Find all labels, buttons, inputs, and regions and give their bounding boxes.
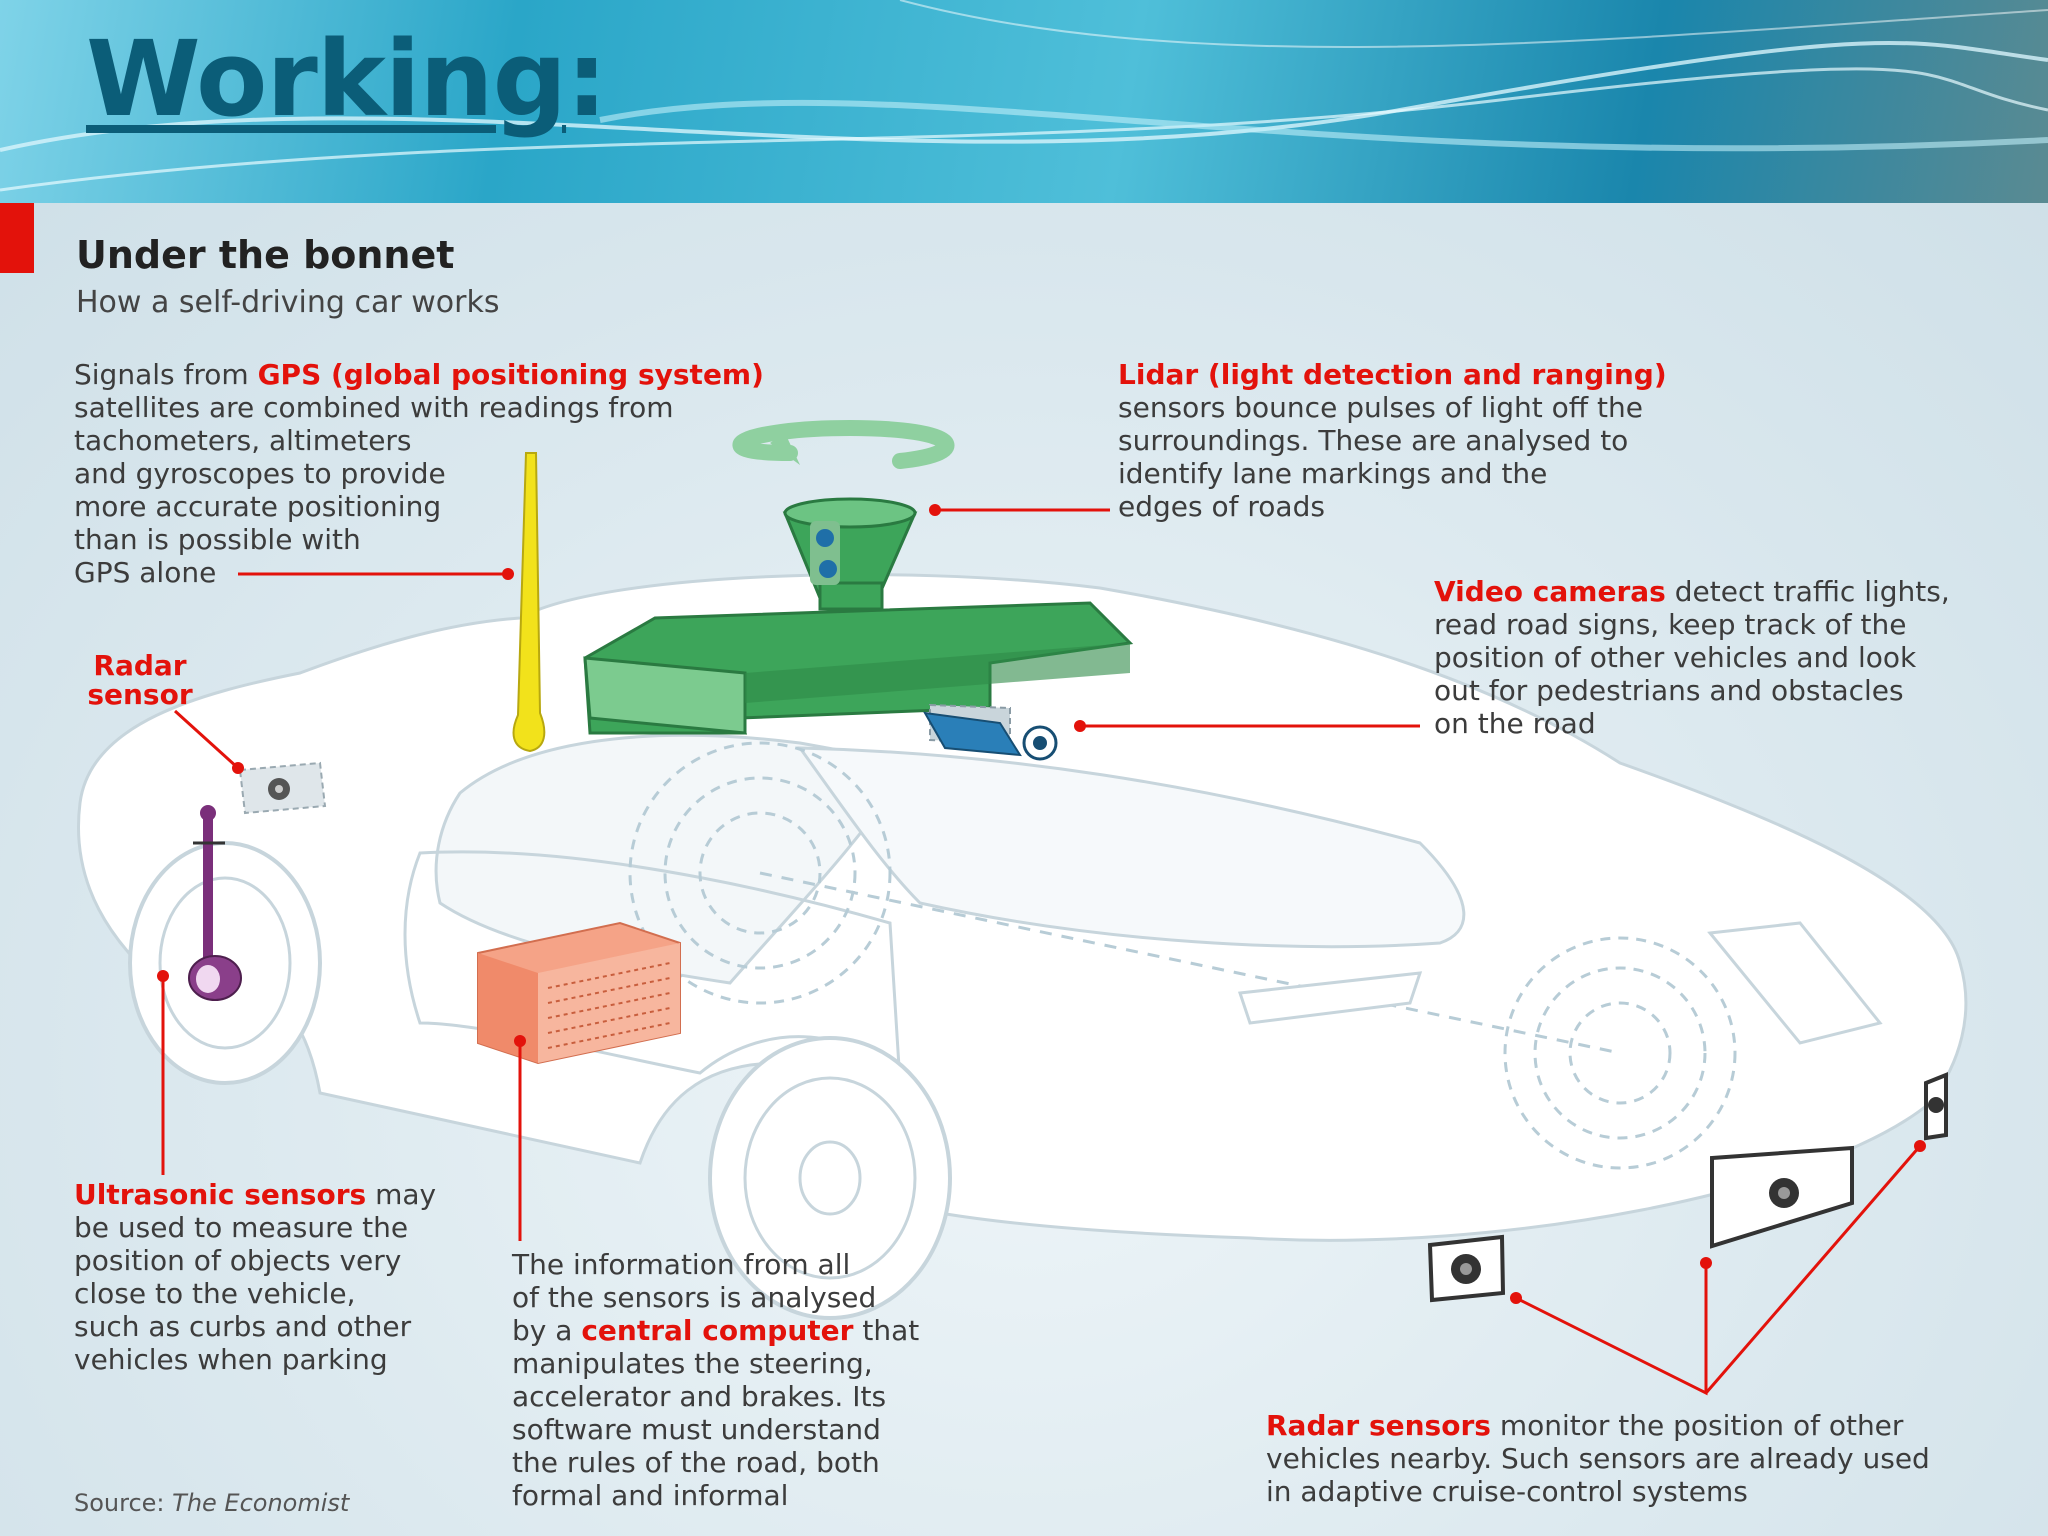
computer-post: that (862, 1314, 920, 1347)
graphic-subtitle: How a self-driving car works (76, 285, 500, 320)
headlight-right (1707, 921, 1883, 1045)
leader-dots (157, 504, 1926, 1304)
lidar-unit (782, 497, 918, 611)
lidar-line: edges of roads (1118, 490, 1325, 523)
graphic-title: Under the bonnet (76, 233, 455, 277)
computer-line: The information from all (512, 1248, 851, 1281)
windscreen (434, 733, 913, 985)
gps-lead: Signals from (74, 358, 249, 391)
rear-radar-sensor-right (1924, 1072, 1948, 1141)
wave-decoration (0, 0, 2048, 192)
radar-front-line: sensor (87, 678, 193, 711)
central-computer-annotation: The information from all of the sensors … (512, 1248, 972, 1512)
radar-front-label: Radar sensor (70, 651, 210, 709)
ultrasonic-highlight: Ultrasonic sensors (74, 1178, 367, 1211)
lidar-highlight: Lidar (light detection and ranging) (1118, 358, 1667, 391)
ultrasonic-line: close to the vehicle, (74, 1277, 356, 1310)
computer-line: accelerator and brakes. Its (512, 1380, 887, 1413)
car-illustration (77, 419, 1968, 1396)
ultrasonic-sensor (188, 805, 242, 1001)
rear-radar-sensor-left (1427, 1234, 1506, 1303)
door-outline (403, 850, 902, 1088)
computer-line: software must understand (512, 1413, 881, 1446)
radar-rear-line: in adaptive cruise-control systems (1266, 1475, 1748, 1508)
ultrasonic-line: vehicles when parking (74, 1343, 388, 1376)
video-cameras-annotation: Video cameras detect traffic lights, rea… (1434, 575, 2034, 740)
infographic-panel: Under the bonnet How a self-driving car … (0, 203, 2048, 1536)
computer-line: manipulates the steering, (512, 1347, 873, 1380)
video-highlight: Video cameras (1434, 575, 1666, 608)
source-name: The Economist (172, 1489, 350, 1517)
central-computer-box (477, 921, 681, 1065)
gps-line: satellites are combined with readings fr… (74, 391, 674, 424)
lidar-annotation: Lidar (light detection and ranging) sens… (1118, 358, 1758, 523)
roof-rack (583, 601, 1134, 735)
radar-rear-line: vehicles nearby. Such sensors are alread… (1266, 1442, 1930, 1475)
radar-front-line: Radar (93, 649, 187, 682)
gps-annotation: Signals from GPS (global positioning sys… (74, 358, 834, 589)
video-line: out for pedestrians and obstacles (1434, 674, 1904, 707)
video-line: read road signs, keep track of the (1434, 608, 1907, 641)
lidar-line: identify lane markings and the (1118, 457, 1548, 490)
ultrasonic-annotation: Ultrasonic sensors may be used to measur… (74, 1178, 494, 1376)
headlight-left (1237, 971, 1423, 1025)
computer-pre: by a (512, 1314, 573, 1347)
ultrasonic-rest-first: may (375, 1178, 437, 1211)
ultrasonic-line: position of objects very (74, 1244, 402, 1277)
video-camera (923, 703, 1058, 761)
gps-line: GPS alone (74, 556, 217, 589)
steering-dashed-circle (628, 741, 892, 1005)
video-line: on the road (1434, 707, 1596, 740)
rotation-arrow (732, 419, 955, 469)
slide-header-banner: Working: (0, 0, 2048, 203)
computer-line: formal and informal (512, 1479, 789, 1512)
computer-highlight: central computer (581, 1314, 854, 1347)
leader-lines (161, 508, 1922, 1396)
hood-panel (796, 746, 1466, 949)
computer-line: of the sensors is analysed (512, 1281, 877, 1314)
slide-title: Working: (86, 14, 608, 144)
lidar-line: sensors bounce pulses of light off the (1118, 391, 1643, 424)
gps-highlight: GPS (global positioning system) (257, 358, 764, 391)
slide-title-text: Working (86, 18, 567, 140)
red-accent-tab (0, 203, 34, 273)
ultrasonic-line: such as curbs and other (74, 1310, 412, 1343)
gps-line: than is possible with (74, 523, 361, 556)
computer-line: the rules of the road, both (512, 1446, 880, 1479)
ultrasonic-line: be used to measure the (74, 1211, 409, 1244)
slide-title-colon: : (566, 18, 608, 140)
rear-radar-sensor-center (1710, 1145, 1854, 1249)
gps-antenna (512, 452, 546, 753)
wheel-dashed-circle (1503, 936, 1737, 1170)
radar-rear-rest-first: monitor the position of other (1499, 1409, 1904, 1442)
source-label: Source: (74, 1489, 165, 1517)
video-line: position of other vehicles and look (1434, 641, 1917, 674)
source-credit: Source: The Economist (74, 1489, 349, 1517)
front-radar-box (238, 761, 327, 815)
gps-line: tachometers, altimeters (74, 424, 412, 457)
radar-sensors-annotation: Radar sensors monitor the position of ot… (1266, 1409, 2026, 1508)
gps-line: more accurate positioning (74, 490, 442, 523)
front-wheel (708, 1036, 952, 1320)
video-rest-first: detect traffic lights, (1674, 575, 1950, 608)
gps-line: and gyroscopes to provide (74, 457, 446, 490)
lidar-line: surroundings. These are analysed to (1118, 424, 1629, 457)
radar-rear-highlight: Radar sensors (1266, 1409, 1491, 1442)
